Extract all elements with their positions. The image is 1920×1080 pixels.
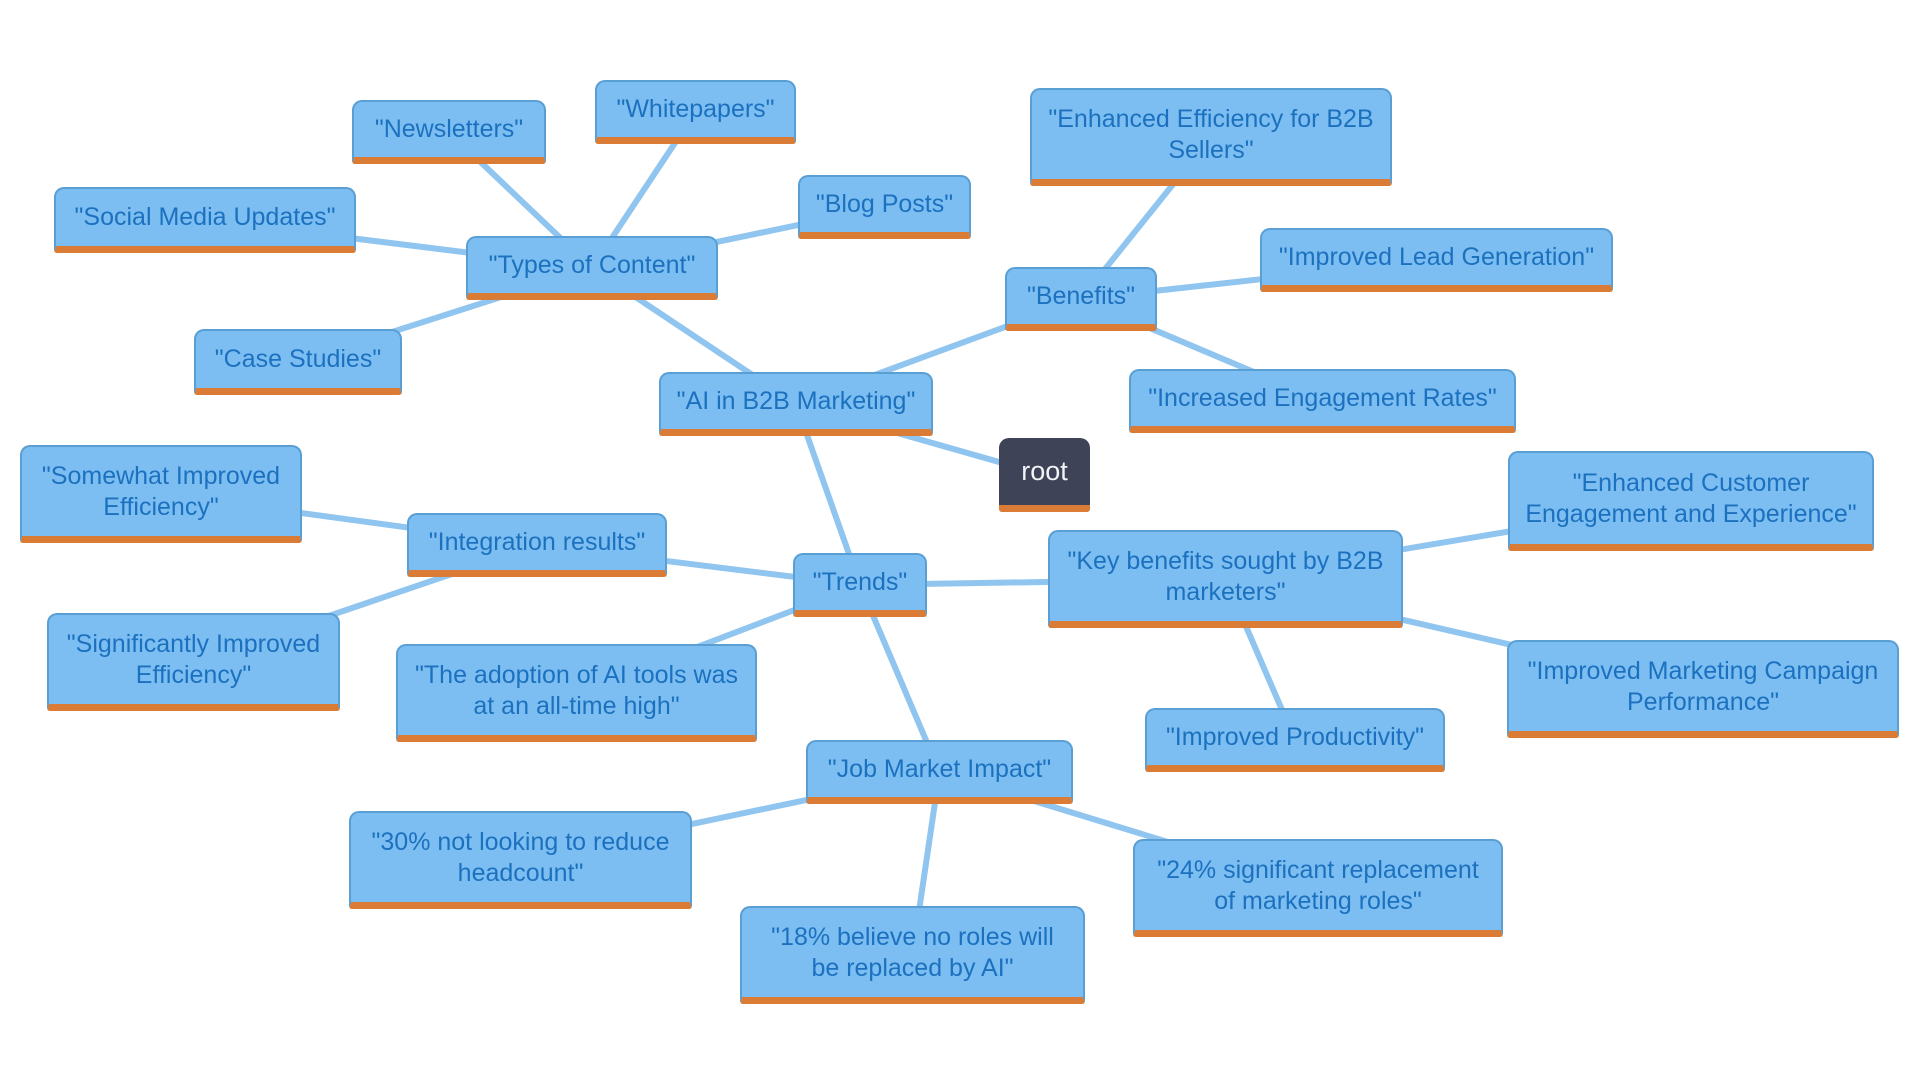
node-label: "Somewhat Improved Efficiency"	[41, 461, 281, 521]
node-label: "Job Market Impact"	[827, 755, 1052, 783]
node-case-studies: "Case Studies"	[194, 329, 402, 395]
node-24pct-significant-replacement: "24% significant replacement of marketin…	[1133, 839, 1503, 937]
node-label: "Types of Content"	[488, 251, 696, 279]
node-root: root	[999, 438, 1090, 512]
node-label: "Enhanced Efficiency for B2B Sellers"	[1048, 104, 1374, 164]
node-significantly-improved-efficiency: "Significantly Improved Efficiency"	[47, 613, 340, 711]
node-whitepapers: "Whitepapers"	[595, 80, 796, 144]
node-label: "Trends"	[812, 568, 908, 596]
node-label: "Key benefits sought by B2B marketers"	[1067, 546, 1384, 606]
node-label: "Increased Engagement Rates"	[1148, 384, 1497, 412]
node-label: "Improved Lead Generation"	[1278, 243, 1595, 271]
node-label: "24% significant replacement of marketin…	[1157, 855, 1479, 915]
node-label: "AI in B2B Marketing"	[676, 387, 916, 415]
node-label: "Blog Posts"	[815, 190, 954, 218]
node-30pct-not-reduce-headcount: "30% not looking to reduce headcount"	[349, 811, 692, 909]
node-label: "Benefits"	[1026, 282, 1136, 310]
node-increased-engagement-rates: "Increased Engagement Rates"	[1129, 369, 1516, 433]
node-improved-productivity: "Improved Productivity"	[1145, 708, 1445, 772]
node-label: "Improved Productivity"	[1165, 723, 1425, 751]
node-job-market-impact: "Job Market Impact"	[806, 740, 1073, 804]
node-somewhat-improved-efficiency: "Somewhat Improved Efficiency"	[20, 445, 302, 543]
node-blog-posts: "Blog Posts"	[798, 175, 971, 239]
node-ai-in-b2b-marketing: "AI in B2B Marketing"	[659, 372, 933, 436]
node-benefits: "Benefits"	[1005, 267, 1157, 331]
node-label: "Improved Marketing Campaign Performance…	[1527, 656, 1879, 716]
node-adoption-of-ai-tools: "The adoption of AI tools was at an all-…	[396, 644, 757, 742]
node-types-of-content: "Types of Content"	[466, 236, 718, 300]
node-label: "Enhanced Customer Engagement and Experi…	[1525, 468, 1857, 528]
node-18pct-no-roles-replaced: "18% believe no roles will be replaced b…	[740, 906, 1085, 1004]
node-label: "Integration results"	[428, 528, 646, 556]
node-label: "Whitepapers"	[616, 95, 775, 123]
node-label: "Case Studies"	[214, 345, 382, 373]
node-enhanced-customer-engagement: "Enhanced Customer Engagement and Experi…	[1508, 451, 1874, 551]
node-label: "Significantly Improved Efficiency"	[66, 629, 321, 689]
node-enhanced-efficiency-b2b-sellers: "Enhanced Efficiency for B2B Sellers"	[1030, 88, 1392, 186]
node-improved-lead-generation: "Improved Lead Generation"	[1260, 228, 1613, 292]
node-label: "The adoption of AI tools was at an all-…	[415, 660, 738, 720]
node-key-benefits-b2b-marketers: "Key benefits sought by B2B marketers"	[1048, 530, 1403, 628]
node-label: "18% believe no roles will be replaced b…	[771, 922, 1054, 982]
node-improved-marketing-campaign: "Improved Marketing Campaign Performance…	[1507, 640, 1899, 738]
node-social-media-updates: "Social Media Updates"	[54, 187, 356, 253]
node-integration-results: "Integration results"	[407, 513, 667, 577]
node-trends: "Trends"	[793, 553, 927, 617]
node-label: "Social Media Updates"	[74, 203, 336, 231]
node-label: "30% not looking to reduce headcount"	[371, 827, 670, 887]
node-label: root	[1021, 455, 1068, 486]
node-label: "Newsletters"	[374, 115, 524, 143]
node-newsletters: "Newsletters"	[352, 100, 546, 164]
